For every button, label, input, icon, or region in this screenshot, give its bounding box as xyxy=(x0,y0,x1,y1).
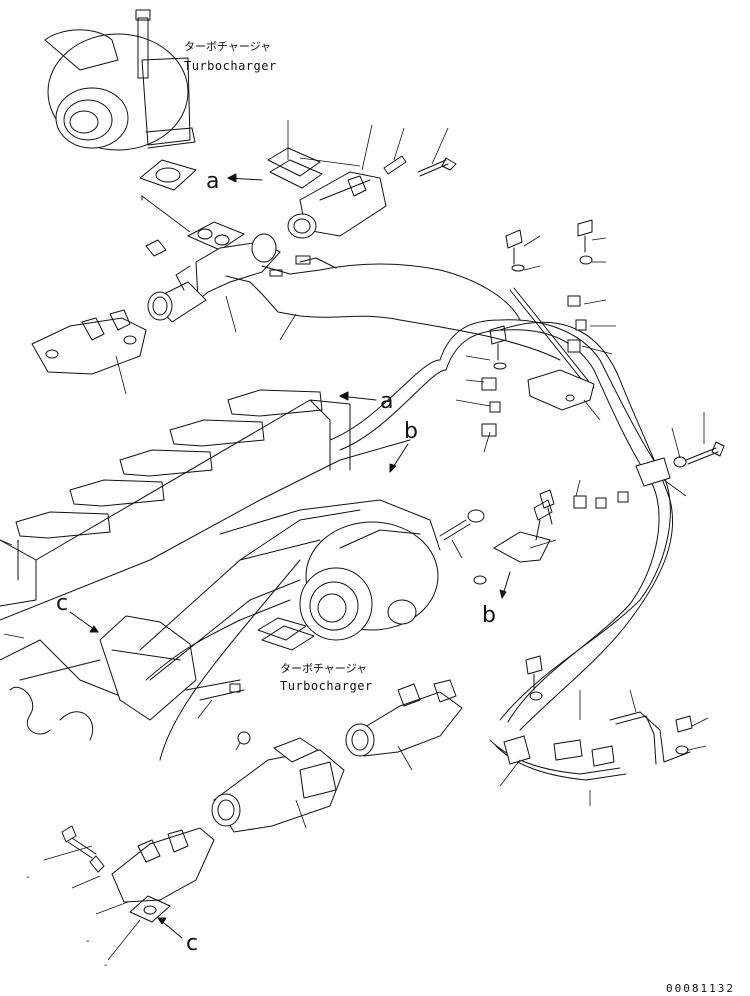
turbocharger-top-en-label: Turbocharger xyxy=(184,59,277,73)
turbocharger-top-jp-label: ターボチャージャ xyxy=(184,40,271,53)
bracket-b xyxy=(473,499,553,585)
turbocharger-mid-en-label: Turbocharger xyxy=(280,679,373,693)
middle-turbocharger xyxy=(257,521,439,651)
dash-label-2: - xyxy=(86,936,90,947)
dash-label-3: - xyxy=(104,960,108,971)
exhaust-manifold-lower-left xyxy=(111,827,215,923)
bolt-pin xyxy=(383,155,457,177)
drawing-number: 00081132 xyxy=(666,982,735,995)
bracket-lower-right xyxy=(503,655,693,767)
exhaust-manifold-upper-left xyxy=(31,309,147,375)
ref-letter-b-mid: b xyxy=(404,419,418,444)
manifold-center-upper xyxy=(141,195,281,323)
bolts-clamps-right xyxy=(481,219,595,437)
turbocharger-mid-jp-label: ターボチャージャ xyxy=(280,662,367,675)
cylinder-heads xyxy=(0,389,411,621)
ref-letter-a-top: a xyxy=(206,169,219,194)
ref-letter-c-lower: c xyxy=(186,931,198,956)
dash-label-1: - xyxy=(26,872,30,883)
engine-block-lower-left xyxy=(0,639,131,741)
clamp-assembly-right xyxy=(539,441,725,525)
exhaust-manifold-upper-right xyxy=(287,171,387,239)
ref-letter-c-mid: c xyxy=(56,591,68,616)
flange-plate-upper xyxy=(267,147,323,189)
exhaust-manifold-lower xyxy=(99,499,441,721)
exhaust-manifold-lower-right xyxy=(345,679,463,757)
upper-turbocharger xyxy=(44,9,196,151)
exhaust-manifold-lower-center xyxy=(211,737,345,833)
lower-left-bolt xyxy=(61,825,105,873)
ref-letter-b-lower: b xyxy=(482,603,496,628)
pipe-hose-bundle xyxy=(329,319,674,781)
stud-nut xyxy=(439,509,485,541)
temperature-sensor-wires xyxy=(225,255,561,361)
gasket-upper xyxy=(139,159,197,191)
